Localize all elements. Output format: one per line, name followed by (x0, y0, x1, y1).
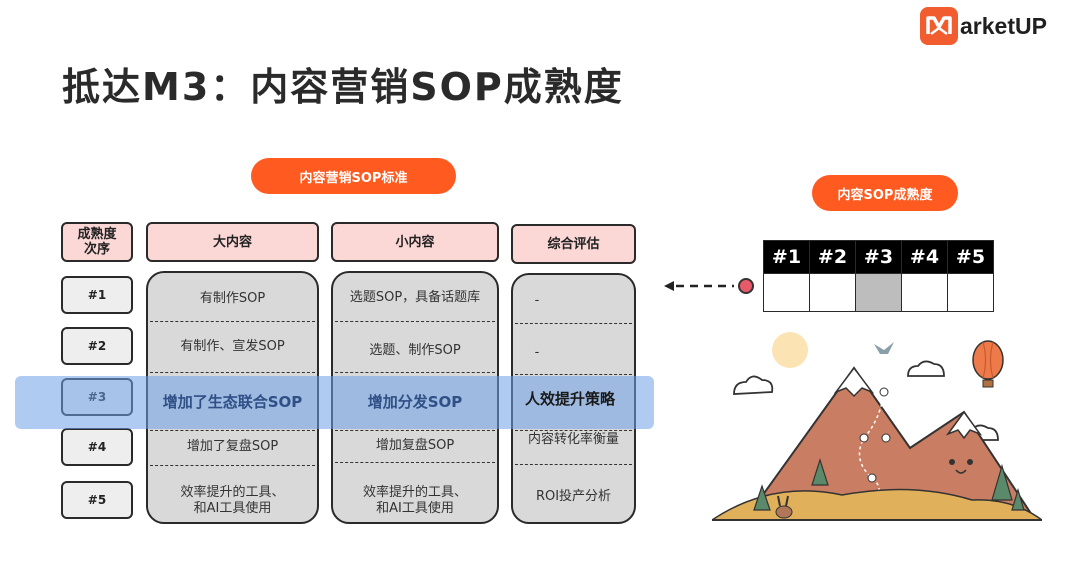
sop-standard-pill: 内容营销SOP标准 (251, 158, 456, 194)
divider (515, 430, 632, 431)
eval-cell-3: 人效提升策略 (524, 390, 615, 408)
logo-text: arketUP (960, 12, 1047, 39)
header-small-content: 小内容 (331, 222, 499, 262)
sop-maturity-pill: 内容SOP成熟度 (812, 175, 958, 211)
divider (335, 430, 495, 431)
bird-icon (874, 342, 894, 354)
tree-icon (753, 458, 1025, 511)
divider (150, 321, 315, 322)
header-order-line1: 成熟度 (77, 227, 117, 242)
header-big-content: 大内容 (146, 222, 319, 262)
divider (515, 323, 632, 324)
maturity-grid-cell (947, 273, 994, 312)
maturity-grid-header-1: #1 (763, 240, 810, 274)
rabbit-icon (775, 495, 793, 519)
eval-cell-1: - (534, 293, 540, 308)
sun-icon (772, 332, 808, 368)
big-cell-2: 有制作、宣发SOP (180, 339, 285, 354)
big-cell-5: 效率提升的工具、 和AI工具使用 (146, 484, 319, 518)
small-cell-3: 增加分发SOP (367, 393, 463, 411)
maturity-grid-cell (809, 273, 856, 312)
maturity-grid-header-5: #5 (947, 240, 994, 274)
maturity-grid-header-2: #2 (809, 240, 856, 274)
logo-m-icon (920, 7, 958, 45)
maturity-grid-cell (763, 273, 810, 312)
cloud-icon (733, 375, 774, 395)
level-box-4: #4 (61, 428, 133, 466)
level-box-1: #1 (61, 276, 133, 314)
divider (335, 462, 495, 463)
small-cell-1: 选题SOP，具备话题库 (349, 290, 481, 305)
small-cell-4: 增加复盘SOP (375, 438, 455, 453)
eval-cell-4: 内容转化率衡量 (527, 432, 619, 447)
divider (335, 321, 495, 322)
maturity-grid-cell (901, 273, 948, 312)
divider (515, 374, 632, 375)
big-cell-5-line2: 和AI工具使用 (193, 501, 272, 516)
divider (150, 465, 315, 466)
header-evaluation: 综合评估 (511, 224, 636, 264)
maturity-grid-cell (855, 273, 902, 312)
header-order-line2: 次序 (83, 242, 110, 257)
hot-air-balloon-icon (972, 340, 1004, 388)
big-cell-5-line1: 效率提升的工具、 (180, 485, 285, 500)
eval-cell-2: - (534, 345, 540, 360)
small-cell-2: 选题、制作SOP (369, 343, 461, 358)
maturity-grid-header-4: #4 (901, 240, 948, 274)
divider (150, 430, 315, 431)
small-cell-5-line1: 效率提升的工具、 (362, 485, 467, 500)
eval-cell-5: ROI投产分析 (535, 489, 612, 504)
brand-logo: arketUP (920, 6, 1047, 46)
maturity-grid: #1 #2 #3 #4 #5 (763, 240, 994, 312)
big-cell-1: 有制作SOP (199, 291, 266, 306)
level-box-5: #5 (61, 481, 133, 519)
divider (515, 464, 632, 465)
big-cell-3: 增加了生态联合SOP (162, 393, 303, 411)
mountain-illustration (712, 332, 1042, 521)
divider (150, 372, 315, 373)
small-cell-5-line2: 和AI工具使用 (376, 501, 454, 516)
big-cell-4: 增加了复盘SOP (186, 439, 279, 454)
divider (335, 372, 495, 373)
maturity-grid-header-3: #3 (855, 240, 902, 274)
level-3-highlight-band (15, 376, 654, 429)
page-title: 抵达M3：内容营销SOP成熟度 (62, 65, 624, 109)
level-box-2: #2 (61, 327, 133, 365)
cloud-icon (907, 360, 945, 377)
header-maturity-order: 成熟度 次序 (61, 222, 133, 262)
small-cell-5: 效率提升的工具、 和AI工具使用 (331, 484, 499, 518)
dashed-arrow-icon (664, 278, 754, 294)
